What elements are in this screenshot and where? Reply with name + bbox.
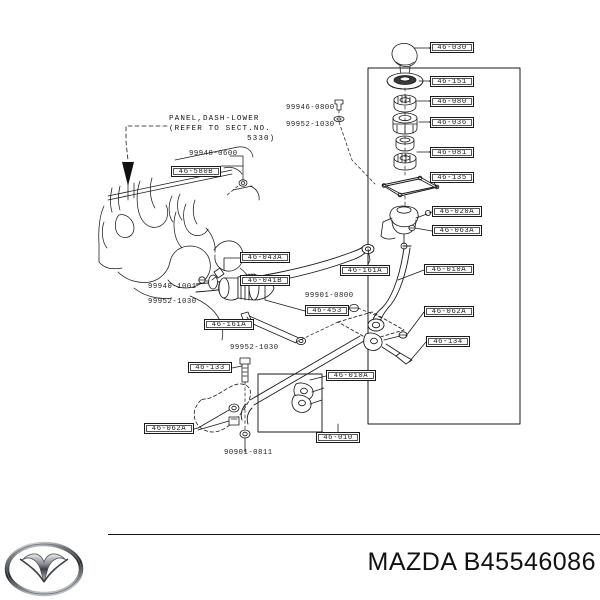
panel-note-line-1: PANEL,DASH-LOWER <box>169 115 260 123</box>
callout-46-133: 46-133 <box>188 362 232 373</box>
label-90901-0811: 90901-0811 <box>224 449 273 457</box>
shift-boot <box>386 72 424 90</box>
callout-46-010: 46-010 <box>316 432 360 443</box>
bolt-99940-1001 <box>211 267 225 281</box>
bolt-99940-0600 <box>238 179 248 187</box>
bushing-46-453 <box>349 303 359 312</box>
dash-panel-illustration <box>98 146 260 341</box>
shift-lever-turret <box>380 205 432 250</box>
panel-note-line-3: 5330) <box>247 135 276 143</box>
label-99952-1030: 99952-1030 <box>148 298 197 306</box>
callout-46-030: 46-030 <box>430 42 474 53</box>
label-99946-0800: 99946-0800 <box>286 104 335 112</box>
link-dashed-guides <box>295 307 383 343</box>
bolt-46-133 <box>239 357 251 383</box>
callout-46-020a: 46-020A <box>432 206 482 217</box>
callout-46-580b: 46-580B <box>171 166 221 177</box>
callout-46-036: 46-036 <box>430 117 474 128</box>
callout-46-010a: 46-010A <box>326 370 376 381</box>
callout-46-453: 46-453 <box>305 305 349 316</box>
callout-46-135: 46-135 <box>430 172 474 183</box>
callout-46-161a: 46-161A <box>204 319 254 330</box>
mounting-plate <box>381 175 440 198</box>
callout-46-161a: 46-161A <box>340 265 390 276</box>
bushing-upper <box>393 94 417 113</box>
callout-46-080: 46-080 <box>430 96 474 107</box>
rod-boot-assembly <box>198 273 275 301</box>
callout-46-134: 46-134 <box>426 336 470 347</box>
label-99952-1030: 99952-1030 <box>286 121 335 129</box>
mazda-oval-logo <box>4 541 84 597</box>
gasket-grommets <box>228 403 240 426</box>
callout-46-062a: 46-062A <box>424 306 474 317</box>
callout-46-010a: 46-010A <box>424 264 474 275</box>
label-99901-0800: 99901-0800 <box>305 292 354 300</box>
callout-46-063a: 46-063A <box>432 225 482 236</box>
panel-note-line-2: (REFER TO SECT.NO. <box>169 125 271 133</box>
fasteners-top <box>333 99 345 123</box>
nut-90901-0811 <box>239 429 251 453</box>
top-fastener-guides <box>338 109 376 185</box>
label-99940-1001: 99940-1001 <box>148 283 197 291</box>
label-99940-0600: 99940-0600 <box>189 150 238 158</box>
panel-note-arrow <box>122 162 134 186</box>
callout-46-081: 46-081 <box>430 147 474 158</box>
panel-note-leader <box>125 125 168 161</box>
lower-mount-bracket <box>257 373 325 433</box>
link-bracket <box>337 311 413 365</box>
brand-and-part-number: MAZDA B45546086 <box>367 548 596 576</box>
panel-dash-lower-note: PANEL,DASH-LOWER (REFER TO SECT.NO. 5330… <box>169 114 275 144</box>
callout-46-062a: 46-062A <box>144 423 194 434</box>
callout-46-151: 46-151 <box>430 76 474 87</box>
footer-divider <box>108 534 600 535</box>
callout-46-041b: 46-041B <box>240 275 290 286</box>
callout-46-043a: 46-043A <box>240 252 290 263</box>
label-99952-1030: 99952-1030 <box>230 344 279 352</box>
selector-rod-upper <box>367 245 412 332</box>
fastener-46-063A <box>408 224 416 231</box>
diagram-frame-box <box>367 67 521 425</box>
gasket-46-062A <box>193 383 251 433</box>
